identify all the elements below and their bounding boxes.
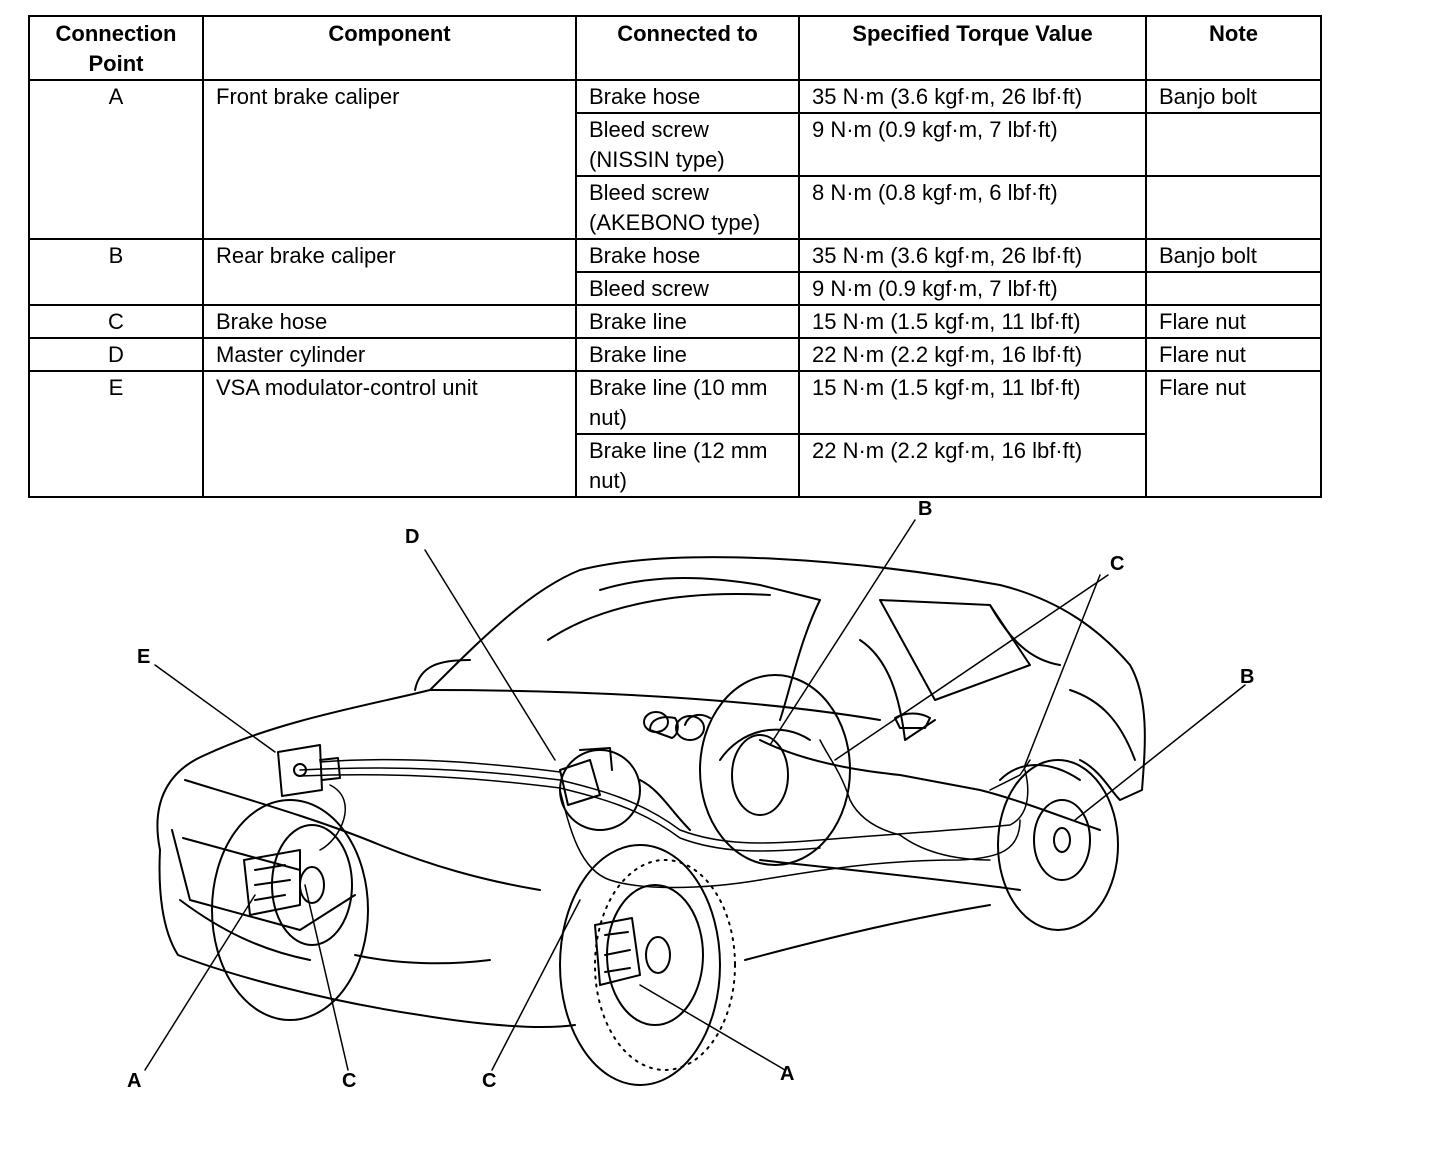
callout-c-front-right: C bbox=[482, 1070, 496, 1092]
callout-a-front-right: A bbox=[780, 1063, 794, 1085]
brake-lines bbox=[299, 739, 1031, 889]
table-row: E VSA modulator-control unit Brake line … bbox=[28, 370, 1322, 498]
component-cell: VSA modulator-control unit bbox=[202, 370, 577, 498]
note-cell: Banjo bolt bbox=[1145, 79, 1322, 114]
note-cell: Flare nut bbox=[1145, 337, 1322, 372]
note-cell bbox=[1145, 271, 1322, 306]
callout-leader-lines bbox=[144, 519, 1246, 1071]
table-row: Brake line (12 mm nut) 22 N·m (2.2 kgf·m… bbox=[29, 433, 1322, 498]
connection-point-cell: E bbox=[28, 370, 204, 498]
callout-a-front-left: A bbox=[127, 1070, 141, 1092]
torque-cell: 9 N·m (0.9 kgf·m, 7 lbf·ft) bbox=[798, 112, 1147, 177]
rear-left-wheel bbox=[699, 674, 851, 866]
torque-spec-table: Connection Point Component Connected to … bbox=[28, 15, 1322, 498]
car-body-outline bbox=[156, 556, 1146, 1028]
connection-point-cell: B bbox=[28, 238, 204, 306]
table-row: B Rear brake caliper Brake hose 35 N·m (… bbox=[28, 238, 1322, 306]
rear-right-wheel bbox=[997, 759, 1119, 931]
brake-system-illustration: D E B C B A C C A bbox=[127, 498, 1254, 1092]
connection-point-cell: A bbox=[28, 79, 204, 240]
callout-c-front-left: C bbox=[342, 1070, 356, 1092]
front-left-wheel bbox=[211, 799, 369, 1021]
table-row: Bleed screw (NISSIN type) 9 N·m (0.9 kgf… bbox=[29, 112, 1322, 177]
connected-to-cell: Brake hose bbox=[575, 238, 800, 273]
callout-b-rear: B bbox=[1240, 666, 1254, 688]
note-cell: Banjo bolt bbox=[1145, 238, 1322, 273]
header-connected-to: Connected to bbox=[575, 15, 800, 81]
table-row: A Front brake caliper Brake hose 35 N·m … bbox=[28, 79, 1322, 240]
component-cell: Brake hose bbox=[202, 304, 577, 339]
connected-to-cell: Brake line (10 mm nut) bbox=[575, 370, 800, 435]
torque-cell: 22 N·m (2.2 kgf·m, 16 lbf·ft) bbox=[798, 337, 1147, 372]
connected-to-cell: Brake line (12 mm nut) bbox=[575, 433, 800, 498]
callout-b-front: B bbox=[918, 498, 932, 520]
torque-cell: 9 N·m (0.9 kgf·m, 7 lbf·ft) bbox=[798, 271, 1147, 306]
connected-to-cell: Bleed screw bbox=[575, 271, 800, 306]
torque-cell: 8 N·m (0.8 kgf·m, 6 lbf·ft) bbox=[798, 175, 1147, 240]
callout-c-rear: C bbox=[1110, 553, 1124, 575]
component-cell: Front brake caliper bbox=[202, 79, 577, 240]
callout-d: D bbox=[405, 526, 419, 548]
note-cell: Flare nut bbox=[1145, 304, 1322, 339]
component-cell: Master cylinder bbox=[202, 337, 577, 372]
torque-cell: 15 N·m (1.5 kgf·m, 11 lbf·ft) bbox=[798, 304, 1147, 339]
connected-to-cell: Bleed screw (NISSIN type) bbox=[575, 112, 800, 177]
front-right-wheel bbox=[559, 844, 736, 1086]
vsa-modulator bbox=[277, 744, 341, 797]
connection-point-cell: C bbox=[28, 304, 204, 339]
callout-e: E bbox=[137, 646, 150, 668]
header-note: Note bbox=[1145, 15, 1322, 81]
connected-to-cell: Bleed screw (AKEBONO type) bbox=[575, 175, 800, 240]
table-row: C Brake hose Brake line 15 N·m (1.5 kgf·… bbox=[28, 304, 1322, 339]
header-row: Connection Point Component Connected to … bbox=[28, 15, 1322, 81]
connected-to-cell: Brake hose bbox=[575, 79, 800, 114]
note-cell: Flare nut bbox=[1145, 370, 1322, 434]
header-component: Component bbox=[202, 15, 577, 81]
gauge-cluster bbox=[643, 711, 705, 741]
torque-cell: 35 N·m (3.6 kgf·m, 26 lbf·ft) bbox=[798, 79, 1147, 114]
note-cell bbox=[1145, 175, 1322, 240]
header-connection-point: Connection Point bbox=[28, 15, 204, 81]
torque-cell: 22 N·m (2.2 kgf·m, 16 lbf·ft) bbox=[798, 433, 1147, 498]
connected-to-cell: Brake line bbox=[575, 337, 800, 372]
torque-cell: 15 N·m (1.5 kgf·m, 11 lbf·ft) bbox=[798, 370, 1147, 435]
component-cell: Rear brake caliper bbox=[202, 238, 577, 306]
table-row: Bleed screw 9 N·m (0.9 kgf·m, 7 lbf·ft) bbox=[29, 271, 1322, 306]
connected-to-cell: Brake line bbox=[575, 304, 800, 339]
table-row: Bleed screw (AKEBONO type) 8 N·m (0.8 kg… bbox=[29, 175, 1322, 240]
master-cylinder-booster bbox=[559, 747, 691, 831]
note-cell bbox=[1145, 112, 1322, 177]
table-row: D Master cylinder Brake line 22 N·m (2.2… bbox=[28, 337, 1322, 372]
torque-cell: 35 N·m (3.6 kgf·m, 26 lbf·ft) bbox=[798, 238, 1147, 273]
header-torque: Specified Torque Value bbox=[798, 15, 1147, 81]
note-cell bbox=[1145, 434, 1322, 498]
connection-point-cell: D bbox=[28, 337, 204, 372]
